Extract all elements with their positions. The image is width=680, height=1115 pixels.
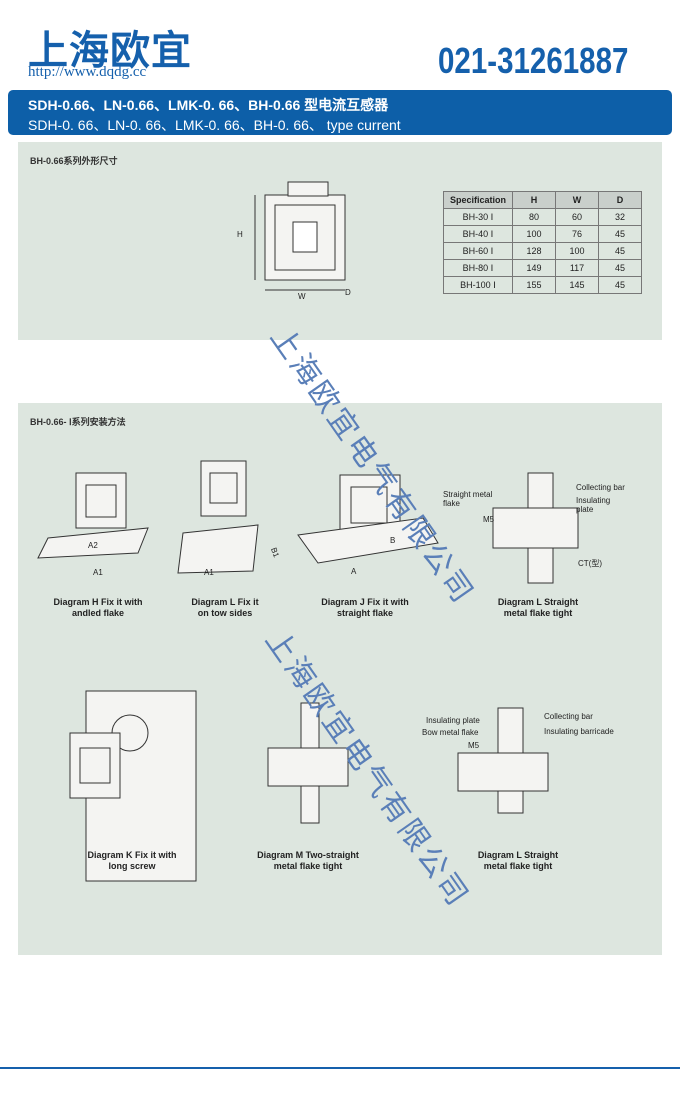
dimensions-title: BH-0.66系列外形尺寸 (30, 156, 118, 166)
diagram-j-drawing (297, 474, 439, 564)
installation-drawings (37, 460, 579, 882)
label-insulating-plate: Insulating plate (576, 496, 611, 514)
label-collecting-bar: Collecting bar (576, 483, 625, 492)
diagram-m-drawing (267, 702, 349, 824)
cell: BH-60 Ⅰ (443, 242, 513, 260)
caption-line: straight flake (336, 608, 394, 618)
th: W (555, 191, 599, 209)
label-m5: M5 (483, 515, 495, 524)
diagram-h-drawing (37, 472, 149, 559)
label-a1: A1 (93, 568, 103, 577)
caption-line: Diagram L Straight (497, 597, 579, 607)
th: Specification (443, 191, 513, 209)
caption-line: metal flake tight (273, 861, 343, 871)
website-url[interactable]: http://www.dqdg.cc (28, 64, 147, 80)
label-a: A (351, 567, 357, 576)
caption-line: Diagram L Fix it (191, 597, 259, 607)
installation-panel: BH-0.66- Ⅰ系列安装方法 A2 A1 A1 B1 B A Straigh… (18, 403, 662, 955)
cell: 76 (555, 225, 599, 243)
diagram-l-drawing (177, 460, 259, 574)
cell: 145 (555, 276, 599, 294)
cell: 149 (512, 259, 556, 277)
caption-line: Diagram J Fix it with (321, 597, 409, 607)
label-d: D (345, 288, 351, 297)
diagram-k-drawing (69, 690, 197, 882)
label-a2: A2 (88, 541, 98, 550)
th: H (512, 191, 556, 209)
th: D (598, 191, 642, 209)
cell: 128 (512, 242, 556, 260)
caption-line: on tow sides (197, 608, 253, 618)
caption-line: metal flake tight (483, 861, 553, 871)
label-w: W (298, 292, 306, 301)
label-b: B (390, 536, 396, 545)
company-logo: 上海欧宜 (28, 28, 192, 74)
label-bow-flake: Bow metal flake (422, 728, 479, 737)
cell: BH-30 Ⅰ (443, 208, 513, 226)
caption-line: andled flake (71, 608, 125, 618)
caption-line: Diagram M Two-straight (257, 850, 359, 860)
cell: 155 (512, 276, 556, 294)
title-band: SDH-0.66、LN-0.66、LMK-0. 66、BH-0.66 型电流互感… (8, 90, 672, 135)
caption-line: Diagram H Fix it with (53, 597, 143, 607)
cell: 100 (512, 225, 556, 243)
cell: 60 (555, 208, 599, 226)
product-title: SDH-0.66、LN-0.66、LMK-0. 66、BH-0.66 型电流互感… (28, 97, 389, 113)
cell: BH-80 Ⅰ (443, 259, 513, 277)
transformer-outline-drawing (254, 181, 346, 291)
cell: 100 (555, 242, 599, 260)
label-barricade: Insulating barricade (544, 727, 614, 736)
label-straight-flake: Straight metal flake (443, 490, 493, 508)
caption-line: Diagram K Fix it with (87, 850, 177, 860)
label-ct: CT(型) (578, 559, 602, 568)
cell: 45 (598, 242, 642, 260)
cell: BH-100 Ⅰ (443, 276, 513, 294)
diagram-l-straight-2-drawing (457, 707, 549, 814)
cell: BH-40 Ⅰ (443, 225, 513, 243)
cell: 32 (598, 208, 642, 226)
product-subtitle: SDH-0. 66、LN-0. 66、LMK-0. 66、BH-0. 66、 t… (28, 117, 401, 133)
label-collecting-bar-2: Collecting bar (544, 712, 593, 721)
caption-line: Diagram L Straight (477, 850, 559, 860)
footer-divider (0, 1067, 680, 1069)
label-a1-l: A1 (204, 568, 214, 577)
cell: 45 (598, 225, 642, 243)
caption-line: metal flake tight (503, 608, 573, 618)
cell: 45 (598, 259, 642, 277)
label-m5-2: M5 (468, 741, 480, 750)
phone-number: 021-31261887 (438, 40, 629, 81)
installation-title: BH-0.66- Ⅰ系列安装方法 (30, 417, 126, 427)
label-h: H (237, 230, 243, 239)
cell: 45 (598, 276, 642, 294)
cell: 80 (512, 208, 556, 226)
diagram-l-straight-drawing (492, 472, 579, 584)
label-ins-plate-2: Insulating plate (426, 716, 480, 725)
caption-line: long screw (108, 861, 156, 871)
cell: 117 (555, 259, 599, 277)
